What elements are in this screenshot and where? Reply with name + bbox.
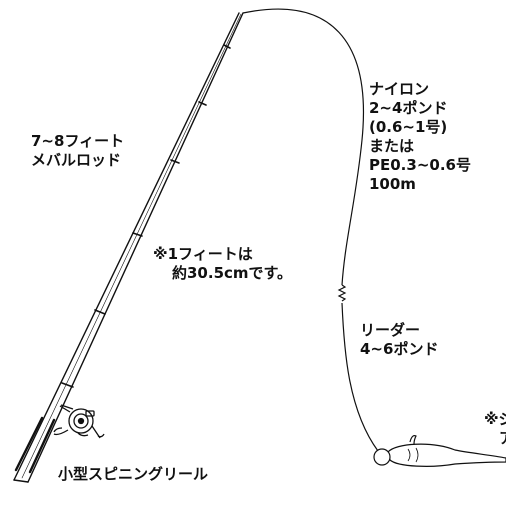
rod-grip-bottom (13, 479, 29, 483)
main-line-label-line-4: または (369, 137, 415, 155)
main-line (242, 8, 364, 286)
rod-inner-line (21, 13, 242, 479)
main-line-label-line-6: 100m (369, 175, 416, 193)
main-line-label-line-3: (0.6~1号) (369, 118, 448, 136)
fishing-rod (13, 12, 244, 483)
reel-label: 小型スピニングリール (58, 465, 209, 483)
foot-note-line-1: ※1フィートは (153, 245, 253, 263)
main-line-label-line-1: ナイロン (369, 80, 430, 98)
main-line-label-line-5: PE0.3~0.6号 (369, 156, 471, 174)
rod-guides (61, 44, 231, 388)
rod-label-line-1: 7~8フィート (31, 132, 125, 150)
rod-label-line-2: メバルロッド (31, 151, 122, 169)
foot-note-line-2: 約30.5cmです。 (172, 264, 293, 282)
swivel-icon (337, 284, 347, 302)
leader-label-line-2: 4~6ポンド (360, 340, 439, 358)
rod-outline-left (13, 12, 240, 481)
main-line-label-line-2: 2~4ポンド (369, 99, 448, 117)
leader-label-line-1: リーダー (360, 321, 421, 339)
leader-line (341, 302, 379, 452)
leader-label: リーダー 4~6ポンド (360, 321, 438, 359)
spinning-reel-icon (53, 404, 105, 439)
cut-off-note-line-1: ※ジ (484, 410, 506, 428)
cut-off-note: ※ジ ア (484, 410, 506, 448)
main-line-label: ナイロン 2~4ポンド (0.6~1号) または PE0.3~0.6号 100m (369, 80, 471, 194)
rod-grip (14, 416, 56, 474)
foot-note: ※1フィートは 約30.5cmです。 (153, 245, 292, 283)
rod-outline-right (27, 12, 244, 483)
jig-lure-icon (373, 435, 506, 467)
cut-off-note-line-2: ア (484, 429, 506, 448)
rod-label: 7~8フィート メバルロッド (31, 132, 124, 170)
